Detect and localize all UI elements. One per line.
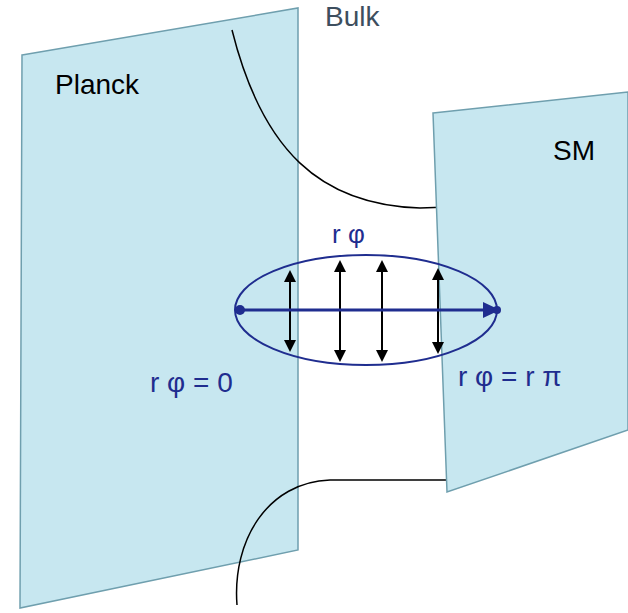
- brane-name: SM: [553, 136, 595, 167]
- brane-name: Planck: [55, 70, 139, 101]
- compact-dimension-ellipse: [235, 255, 497, 365]
- brane: Planck r φ = 0: [18, 4, 302, 612]
- brane-surface: [433, 92, 628, 492]
- brane-surface: [20, 8, 298, 608]
- brane: SM r φ = r π: [431, 90, 628, 494]
- brane-position: r φ = 0: [150, 368, 233, 399]
- brane-position: r φ = r π: [458, 362, 562, 393]
- coordinate-label: r φ: [332, 220, 365, 249]
- brane-shape: [431, 90, 628, 494]
- bulk-label: Bulk: [325, 2, 379, 33]
